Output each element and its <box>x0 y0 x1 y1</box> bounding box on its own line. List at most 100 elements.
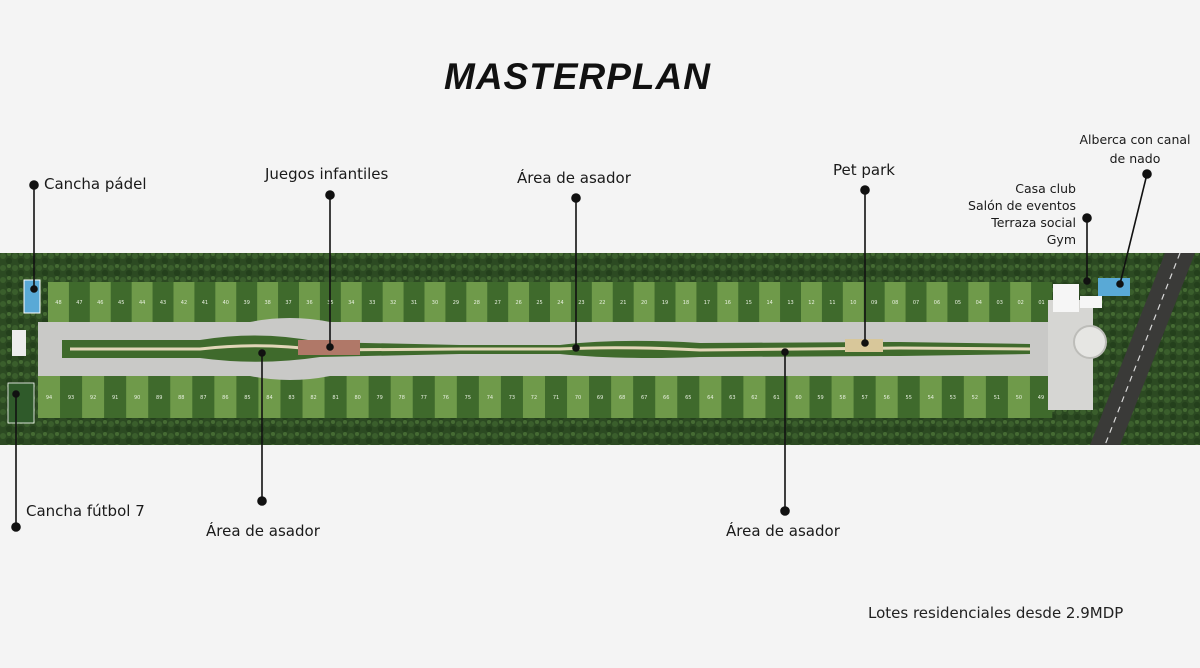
lot-number: 58 <box>839 395 845 401</box>
lot-92 <box>82 376 105 418</box>
lot-number: 53 <box>950 395 956 401</box>
lot-number: 37 <box>285 300 291 306</box>
lot-number: 25 <box>536 300 542 306</box>
lot-58 <box>831 376 854 418</box>
lot-number: 79 <box>376 395 382 401</box>
lot-30 <box>424 282 446 322</box>
lot-87 <box>192 376 215 418</box>
label-cancha-futbol: Cancha fútbol 7 <box>26 502 145 520</box>
lot-40 <box>215 282 237 322</box>
label-gym: Gym <box>1046 232 1076 247</box>
lot-03 <box>989 282 1011 322</box>
lot-number: 49 <box>1038 395 1044 401</box>
lot-number: 03 <box>997 300 1003 306</box>
lot-number: 33 <box>369 300 375 306</box>
lot-66 <box>655 376 678 418</box>
lot-number: 52 <box>972 395 978 401</box>
lot-number: 04 <box>976 300 982 306</box>
leader-lines <box>11 169 1152 532</box>
lot-24 <box>550 282 572 322</box>
lot-70 <box>567 376 590 418</box>
lot-88 <box>170 376 193 418</box>
lot-number: 41 <box>202 300 208 306</box>
lot-09 <box>863 282 885 322</box>
lot-79 <box>368 376 391 418</box>
lot-number: 08 <box>892 300 898 306</box>
lot-68 <box>611 376 634 418</box>
lot-number: 17 <box>704 300 710 306</box>
label-juegos-infantiles: Juegos infantiles <box>265 165 389 183</box>
lot-number: 57 <box>861 395 867 401</box>
label-area-asador-bottom-left: Área de asador <box>206 522 320 540</box>
lot-number: 66 <box>663 395 669 401</box>
lot-84 <box>258 376 281 418</box>
lot-07 <box>905 282 927 322</box>
lot-32 <box>382 282 404 322</box>
label-area-asador-top: Área de asador <box>517 169 631 187</box>
lot-number: 68 <box>619 395 625 401</box>
lot-number: 67 <box>641 395 647 401</box>
lot-63 <box>721 376 744 418</box>
lot-number: 47 <box>76 300 82 306</box>
lot-83 <box>280 376 303 418</box>
lot-number: 48 <box>55 300 61 306</box>
lot-number: 14 <box>766 300 772 306</box>
lot-number: 81 <box>332 395 338 401</box>
footer-price-note: Lotes residenciales desde 2.9MDP <box>868 604 1124 622</box>
lot-number: 51 <box>994 395 1000 401</box>
label-alberca-line2: de nado <box>1109 151 1161 166</box>
lot-86 <box>214 376 237 418</box>
lot-number: 09 <box>871 300 877 306</box>
lot-15 <box>738 282 760 322</box>
lot-77 <box>412 376 436 418</box>
lot-number: 74 <box>487 395 493 401</box>
lot-48 <box>48 282 70 322</box>
label-area-asador-bottom-right: Área de asador <box>726 522 840 540</box>
lot-59 <box>809 376 832 418</box>
label-casa-club: Casa club <box>1015 181 1076 196</box>
lot-number: 78 <box>399 395 405 401</box>
lot-44 <box>131 282 153 322</box>
lot-37 <box>278 282 300 322</box>
lot-number: 89 <box>156 395 162 401</box>
lot-number: 36 <box>306 300 312 306</box>
lot-46 <box>89 282 112 322</box>
lot-78 <box>390 376 414 418</box>
lot-41 <box>194 282 216 322</box>
label-terraza-social: Terraza social <box>991 215 1076 230</box>
lot-65 <box>677 376 700 418</box>
label-salon-eventos: Salón de eventos <box>968 198 1076 213</box>
lot-number: 69 <box>597 395 603 401</box>
lot-27 <box>487 282 509 322</box>
lot-94 <box>38 376 61 418</box>
lot-number: 56 <box>883 395 889 401</box>
lot-number: 12 <box>808 300 814 306</box>
lot-number: 63 <box>729 395 735 401</box>
lot-number: 55 <box>906 395 912 401</box>
lot-71 <box>545 376 568 418</box>
lot-69 <box>589 376 612 418</box>
lot-number: 29 <box>453 300 459 306</box>
padel-court <box>23 279 41 314</box>
lot-number: 59 <box>817 395 823 401</box>
lot-75 <box>456 376 480 418</box>
lot-number: 82 <box>310 395 316 401</box>
lot-number: 06 <box>934 300 940 306</box>
label-cancha-padel: Cancha pádel <box>44 175 147 193</box>
lot-number: 90 <box>134 395 140 401</box>
lot-45 <box>110 282 132 322</box>
label-alberca-line1: Alberca con canal <box>1079 132 1191 147</box>
lot-56 <box>875 376 898 418</box>
lot-47 <box>68 282 91 322</box>
lot-55 <box>897 376 921 418</box>
lot-54 <box>919 376 943 418</box>
lot-49 <box>1029 376 1053 418</box>
lot-number: 62 <box>751 395 757 401</box>
lot-42 <box>173 282 195 322</box>
lot-89 <box>148 376 171 418</box>
lot-43 <box>152 282 174 322</box>
lot-number: 76 <box>443 395 449 401</box>
lot-number: 21 <box>620 300 626 306</box>
